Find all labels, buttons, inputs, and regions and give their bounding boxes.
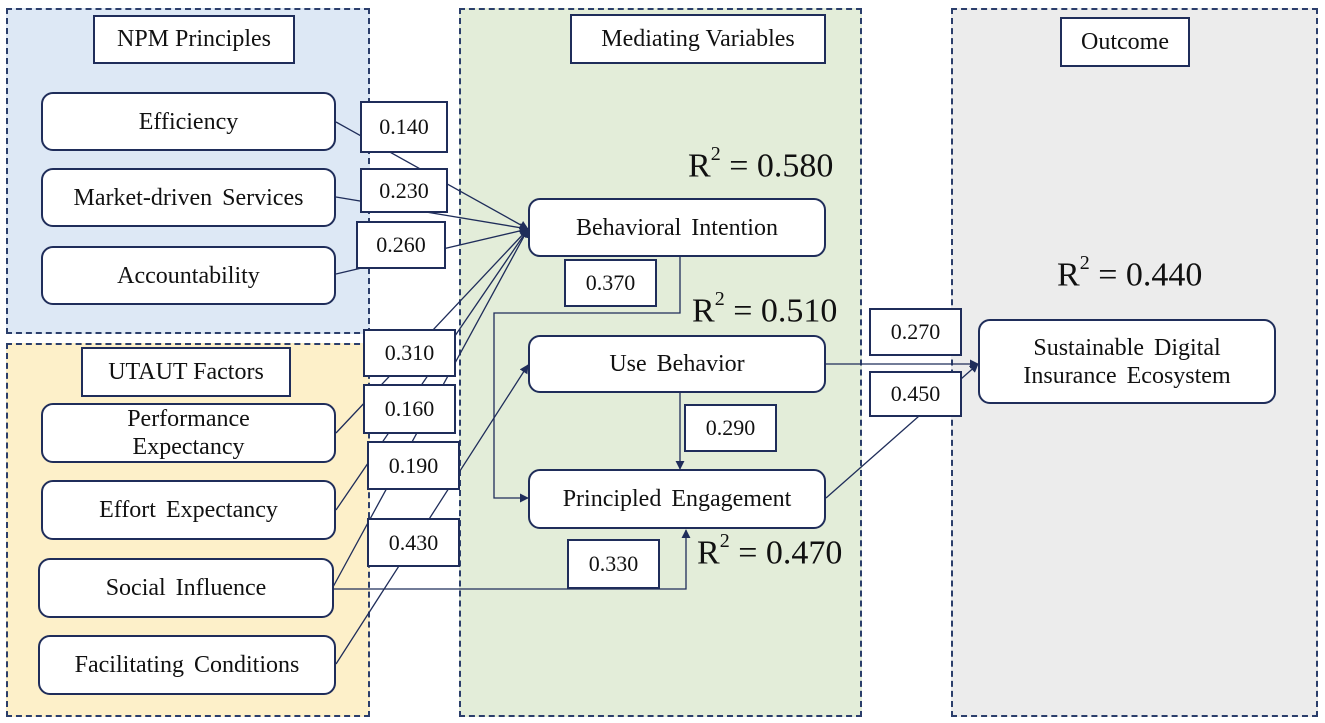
utaut-factors-header: UTAUT Factors [81,347,291,397]
use-behavior-node: Use Behavior [528,335,826,393]
npm-principles-header: NPM Principles [93,15,295,64]
effort-expectancy-node: Effort Expectancy [41,480,336,540]
r-squared-value: = 0.470 [738,534,843,572]
r-squared-exponent: 2 [719,530,730,552]
coef-ub-outcome: 0.270 [869,308,962,356]
facilitating-conditions-node: Facilitating Conditions [38,635,336,695]
sustainable-digital-insurance-ecosystem-node: Sustainable Digital Insurance Ecosystem [978,319,1276,404]
r-squared-label: R [697,534,720,572]
r-squared-label: R [1057,256,1080,294]
coef-fc-ub: 0.430 [367,518,460,567]
outcome-header: Outcome [1060,17,1190,67]
behavioral-intention-node: Behavioral Intention [528,198,826,257]
coef-efficiency-bi: 0.140 [360,101,448,153]
r-squared-label: R [688,147,711,185]
r-squared-exponent: 2 [1079,252,1090,274]
r-squared-principled-engagement: R2 = 0.470 [697,530,843,572]
r-squared-value: = 0.440 [1098,256,1203,294]
coef-ub-pe: 0.290 [684,404,777,452]
coef-si-bi: 0.190 [367,441,460,490]
efficiency-node: Efficiency [41,92,336,151]
mediating-variables-header: Mediating Variables [570,14,826,64]
r-squared-value: = 0.510 [733,292,838,330]
coef-bi-pe: 0.370 [564,259,657,307]
r-squared-outcome: R2 = 0.440 [1057,252,1203,294]
r-squared-exponent: 2 [714,288,725,310]
market-driven-services-node: Market-driven Services [41,168,336,227]
r-squared-label: R [692,292,715,330]
r-squared-use-behavior: R2 = 0.510 [692,288,838,330]
principled-engagement-node: Principled Engagement [528,469,826,529]
coef-accountability-bi: 0.260 [356,221,446,269]
r-squared-behavioral-intention: R2 = 0.580 [688,143,834,185]
coef-pe-bi: 0.310 [363,329,456,377]
coef-ee-bi: 0.160 [363,384,456,434]
r-squared-value: = 0.580 [729,147,834,185]
r-squared-exponent: 2 [710,143,721,165]
coef-pe-outcome: 0.450 [869,371,962,417]
accountability-node: Accountability [41,246,336,305]
coef-si-pe: 0.330 [567,539,660,589]
coef-market-bi: 0.230 [360,168,448,213]
social-influence-node: Social Influence [38,558,334,618]
performance-expectancy-node: Performance Expectancy [41,403,336,463]
